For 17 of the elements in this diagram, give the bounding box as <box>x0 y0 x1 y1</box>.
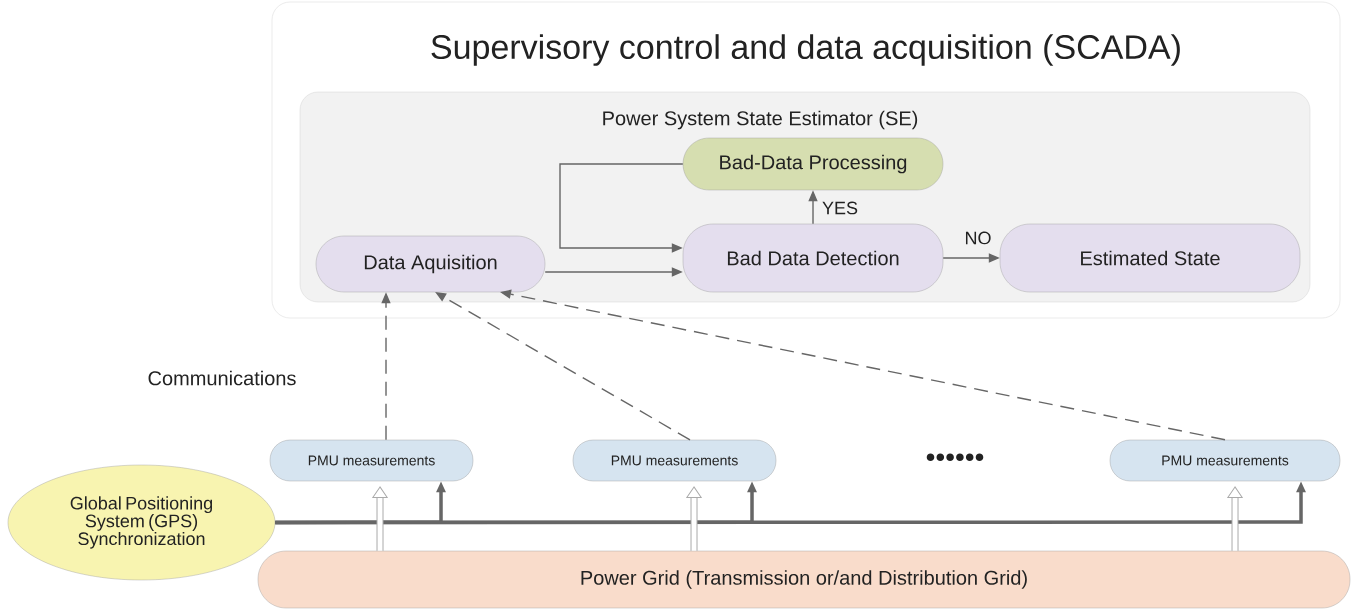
panel-title: Supervisory control and data acquisition (SCADA) <box>431 34 1180 66</box>
process-box: Bad Data Detection <box>682 223 944 293</box>
process-box: Bad-Data Processing <box>682 137 944 191</box>
process-box: Data Aquisition <box>315 235 546 293</box>
dashed-arrow <box>435 292 691 441</box>
panel-heading: Power System State Estimator (SE) <box>603 110 918 130</box>
annotation-text: Communications <box>148 370 296 386</box>
process-box: PMU measurements <box>572 439 777 482</box>
process-box: PMU measurements <box>269 439 474 482</box>
hollow-arrow <box>1227 486 1243 551</box>
arrow <box>559 163 684 253</box>
process-box: Estimated State <box>999 223 1301 293</box>
ellipsis-dots: •••••• <box>926 453 984 462</box>
hollow-arrow <box>372 486 388 551</box>
process-box: PMU measurements <box>1109 439 1341 482</box>
hollow-arrow <box>686 486 702 551</box>
process-box: Power Grid (Transmission or/and Distribution Grid) <box>257 550 1351 609</box>
